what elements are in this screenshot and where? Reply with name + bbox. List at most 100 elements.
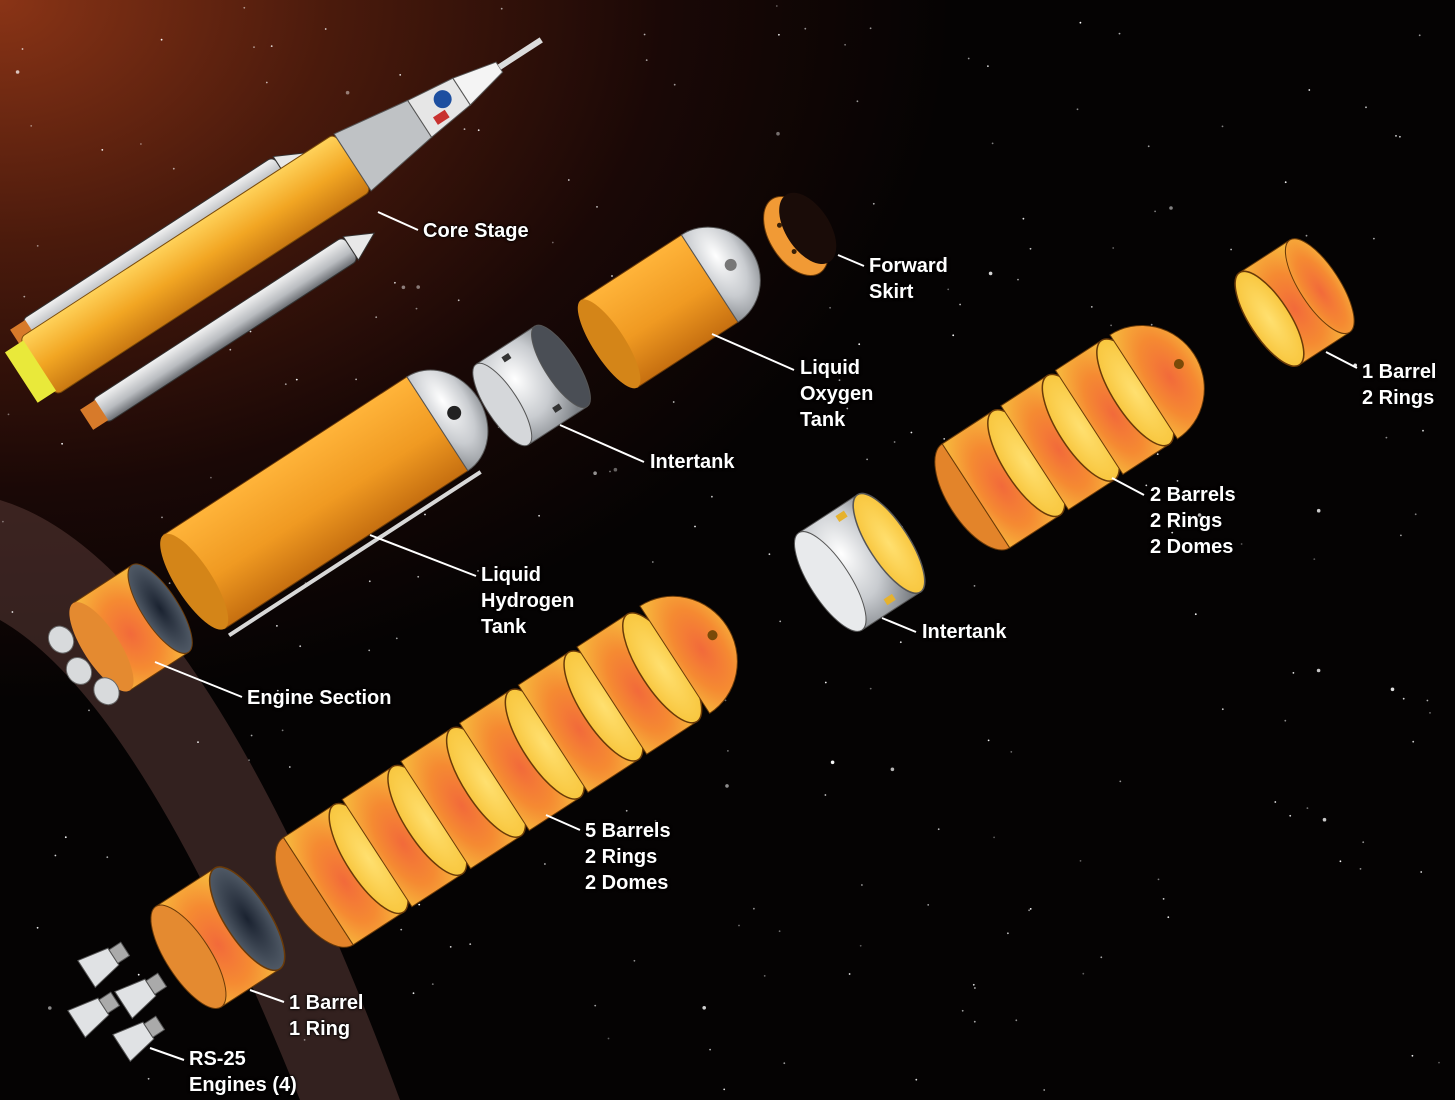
star [1438, 1062, 1440, 1064]
star [55, 855, 57, 857]
star [88, 710, 90, 712]
star [1158, 879, 1160, 881]
star [477, 570, 479, 572]
star [1195, 613, 1197, 615]
label-intertank-top: Intertank [650, 449, 734, 475]
star [825, 682, 827, 684]
star [866, 459, 868, 461]
star [12, 611, 14, 613]
star [1308, 89, 1310, 91]
star [974, 1021, 976, 1023]
star [952, 334, 954, 336]
star [469, 943, 471, 945]
star [1317, 669, 1321, 673]
label-core-stage: Core Stage [423, 218, 529, 244]
star [464, 128, 466, 130]
star [974, 585, 976, 587]
star [1080, 22, 1082, 24]
star [1340, 860, 1342, 862]
star [30, 125, 32, 127]
star [725, 784, 729, 788]
star [276, 625, 278, 627]
star [1412, 1055, 1414, 1057]
star [727, 750, 729, 752]
star [1043, 1089, 1045, 1091]
star [1241, 543, 1243, 545]
star [106, 856, 108, 858]
star [1100, 956, 1102, 958]
label-lh2-tank-parts: 5 Barrels 2 Rings 2 Domes [585, 818, 671, 896]
star [400, 929, 402, 931]
star [1289, 815, 1291, 817]
star [611, 275, 613, 277]
star [346, 91, 350, 95]
star [987, 65, 989, 67]
star [608, 1038, 610, 1040]
star [873, 203, 875, 205]
star [1415, 513, 1417, 515]
star [48, 1006, 52, 1010]
star [783, 1062, 785, 1064]
star [1386, 437, 1388, 439]
star [289, 766, 291, 768]
star [844, 44, 846, 46]
star [849, 973, 851, 975]
star [1077, 108, 1079, 110]
star [968, 58, 970, 60]
star [870, 688, 872, 690]
star [1030, 908, 1032, 910]
star [458, 299, 460, 301]
star [61, 443, 63, 445]
star [402, 286, 406, 290]
star [861, 884, 863, 886]
star [140, 143, 142, 145]
star [825, 794, 827, 796]
star [568, 179, 570, 181]
star [1317, 509, 1321, 513]
star [1015, 1019, 1017, 1021]
star [501, 8, 503, 10]
star [325, 28, 327, 30]
star [375, 316, 377, 318]
star [161, 517, 163, 519]
star [266, 82, 268, 84]
star [694, 526, 696, 528]
star [1395, 135, 1397, 137]
star [891, 768, 895, 772]
star [161, 39, 163, 41]
star [779, 930, 781, 932]
label-forward-skirt: Forward Skirt [869, 253, 948, 305]
star [911, 432, 913, 434]
star [778, 34, 780, 36]
star [413, 992, 415, 994]
star [416, 308, 418, 310]
star [417, 576, 419, 578]
star [1403, 698, 1405, 700]
star [1030, 248, 1032, 250]
star [248, 759, 250, 761]
star [148, 1078, 150, 1080]
star [992, 143, 994, 145]
label-rs25-engines: RS-25 Engines (4) [189, 1046, 297, 1098]
star [197, 741, 199, 743]
star [1169, 206, 1173, 210]
star [1274, 801, 1276, 803]
star [764, 975, 766, 977]
star [1306, 235, 1308, 237]
star [296, 379, 298, 381]
star [16, 70, 20, 74]
label-intertank-right: Intertank [922, 619, 1006, 645]
star [858, 343, 860, 345]
star [1010, 751, 1012, 753]
star [1082, 973, 1084, 975]
label-engine-section: Engine Section [247, 685, 391, 711]
star [173, 168, 175, 170]
label-forward-skirt-parts: 1 Barrel 2 Rings [1362, 359, 1437, 411]
star [1017, 279, 1019, 281]
star [989, 272, 993, 276]
star [368, 650, 370, 652]
star [1145, 485, 1147, 487]
star [1373, 238, 1375, 240]
star [1151, 324, 1153, 326]
